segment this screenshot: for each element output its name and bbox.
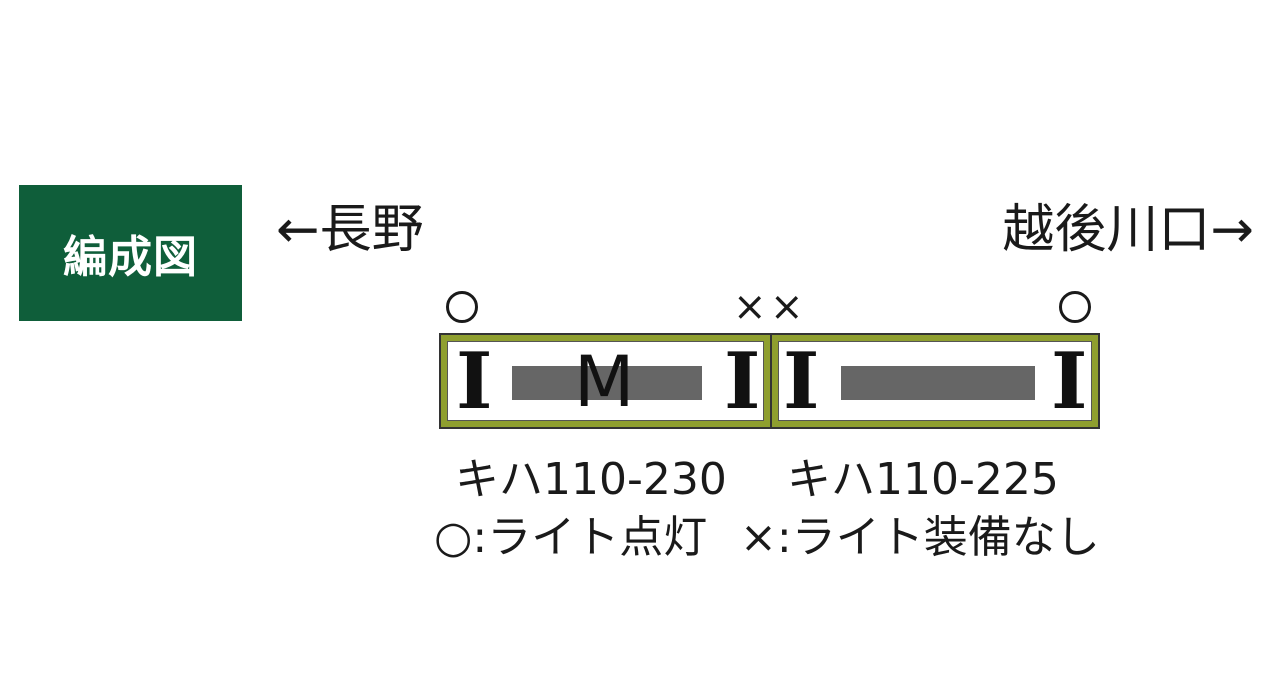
car-name-1: キハ110-230 — [455, 454, 727, 505]
badge-label: 編成図 — [63, 232, 198, 283]
bogie-front: I — [783, 336, 820, 427]
bogie-front: I — [456, 336, 493, 427]
legend-light-on: ○:ライト点灯 — [434, 512, 708, 563]
car-kiha110-225: I I — [770, 333, 1100, 429]
no-light-icon-car2: × — [770, 284, 804, 330]
car-kiha110-230: I M I — [439, 333, 772, 429]
bogie-rear: I — [724, 336, 761, 427]
legend-no-light: ×:ライト装備なし — [740, 512, 1100, 563]
direction-right: 越後川口→ — [1002, 200, 1254, 260]
direction-left: ←長野 — [276, 200, 424, 260]
car-window-bar — [512, 366, 702, 400]
motor-mark: M — [574, 341, 635, 423]
light-on-icon-left — [446, 291, 478, 323]
light-on-icon-right — [1059, 291, 1091, 323]
formation-badge: 編成図 — [19, 185, 242, 321]
bogie-rear: I — [1051, 336, 1088, 427]
car-body: I M I — [447, 336, 764, 427]
no-light-icon-car1: × — [733, 284, 767, 330]
car-body: I I — [778, 336, 1092, 427]
car-window-bar — [841, 366, 1035, 400]
car-name-2: キハ110-225 — [787, 454, 1059, 505]
